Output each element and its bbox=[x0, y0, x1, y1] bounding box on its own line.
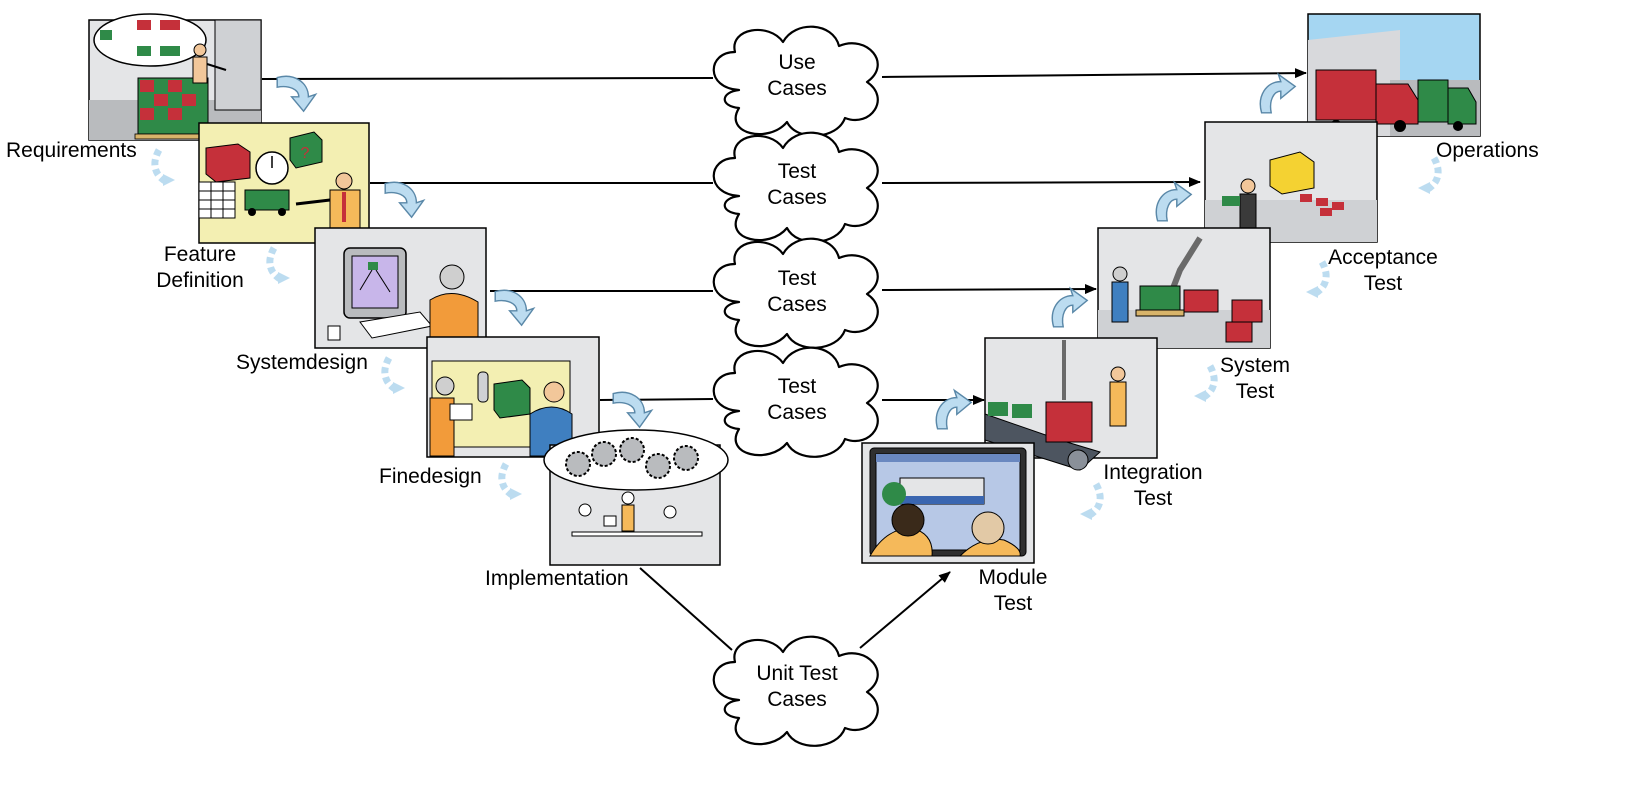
label-module-test: Module Test bbox=[978, 566, 1048, 615]
cloud-text-line2: Cases bbox=[767, 77, 827, 100]
question-box-icon: ? bbox=[289, 131, 323, 169]
panel-integration-test bbox=[984, 337, 1158, 471]
inspector-icon bbox=[1222, 178, 1257, 235]
gas-bottle-icon bbox=[477, 371, 489, 403]
thought-bubble-icon bbox=[93, 13, 207, 67]
feedback-arrow-icon bbox=[270, 248, 290, 284]
feedback-arrow-icon bbox=[155, 150, 175, 186]
arrow-testcases-to-acceptance bbox=[881, 177, 1201, 188]
traceability-arrows bbox=[261, 68, 1307, 651]
label-requirements: Requirements bbox=[6, 139, 137, 162]
cloud-test-cases-2: Test Cases bbox=[712, 237, 879, 349]
cloud-use-cases: Use Cases bbox=[712, 25, 879, 137]
arrow-implementation-to-unittest bbox=[639, 567, 733, 651]
cloud-text-line2: Cases bbox=[767, 688, 827, 711]
green-pallet-icon bbox=[1135, 285, 1185, 317]
cloud-text-line2: Cases bbox=[767, 293, 827, 316]
flow-arrow-icon bbox=[494, 289, 535, 326]
panel-acceptance-test bbox=[1204, 121, 1378, 243]
cloud-test-cases-1: Test Cases bbox=[712, 131, 879, 243]
flow-arrow-icon bbox=[1259, 73, 1296, 114]
feedback-arrow-icon bbox=[1306, 262, 1326, 298]
flow-arrow-icon bbox=[384, 181, 425, 218]
panel-feature-definition: ? bbox=[198, 122, 370, 244]
label-acceptance-test: Acceptance Test bbox=[1328, 246, 1438, 295]
yellow-box-icon bbox=[1269, 151, 1315, 195]
flow-arrow-icon bbox=[935, 389, 972, 430]
cloud-text-line1: Unit Test bbox=[756, 662, 837, 685]
stopwatch-icon bbox=[255, 151, 289, 185]
panel-systemdesign bbox=[314, 227, 487, 349]
cloud-text-line1: Test bbox=[778, 160, 817, 183]
arrow-requirements-to-usecases bbox=[261, 77, 714, 80]
panel-implementation bbox=[543, 429, 729, 566]
reader-icon bbox=[429, 376, 473, 457]
flow-arrow-icon bbox=[612, 391, 653, 428]
cloud-text-line2: Cases bbox=[767, 401, 827, 424]
operator-icon bbox=[1109, 366, 1127, 427]
panel-system-test bbox=[1097, 227, 1271, 349]
cloud-text-line1: Test bbox=[778, 375, 817, 398]
monitor-icon bbox=[343, 247, 407, 319]
person-icon bbox=[192, 43, 227, 84]
arrow-unittest-to-moduletest bbox=[859, 571, 951, 649]
red-crates-icon bbox=[1183, 289, 1263, 343]
feedback-arrow-icon bbox=[502, 464, 522, 500]
flow-arrow-icon bbox=[1155, 181, 1192, 222]
crate-icon bbox=[493, 379, 531, 419]
tester-icon bbox=[1111, 266, 1129, 323]
label-finedesign: Finedesign bbox=[379, 465, 482, 488]
green-truck-icon bbox=[1417, 79, 1477, 131]
cart-icon bbox=[244, 189, 290, 216]
panel-finedesign bbox=[426, 336, 600, 458]
arrow-testcases-to-systemtest bbox=[881, 284, 1097, 295]
cloud-text-line2: Cases bbox=[767, 186, 827, 209]
cloud-test-cases-3: Test Cases bbox=[712, 346, 879, 458]
red-truck-icon bbox=[1315, 69, 1419, 132]
panel-requirements bbox=[88, 13, 262, 141]
svg-text:?: ? bbox=[301, 145, 310, 162]
feedback-arrow-icon bbox=[385, 358, 405, 394]
gears-cloud-icon bbox=[543, 429, 729, 491]
mug-icon bbox=[327, 325, 341, 341]
label-feature-definition: Feature Definition bbox=[156, 243, 244, 292]
label-integration-test: Integration Test bbox=[1103, 461, 1203, 510]
box-stack-icon bbox=[134, 77, 212, 140]
cloud-text-line1: Use bbox=[778, 51, 815, 74]
cloud-unit-test-cases: Unit Test Cases bbox=[712, 635, 879, 747]
cloud-text-line1: Test bbox=[778, 267, 817, 290]
flow-arrow-icon bbox=[1051, 287, 1088, 328]
panel-module-test bbox=[861, 442, 1035, 564]
label-systemdesign: Systemdesign bbox=[236, 351, 368, 374]
label-implementation: Implementation bbox=[485, 567, 629, 590]
red-packages-icon bbox=[1300, 194, 1344, 216]
reviewers-icon bbox=[869, 503, 1021, 557]
arrow-usecases-to-operations bbox=[881, 68, 1307, 79]
green-boxes-icon bbox=[988, 402, 1032, 418]
spec-table-icon bbox=[198, 181, 236, 219]
designer-icon bbox=[429, 264, 479, 349]
flow-arrow-icon bbox=[276, 75, 317, 112]
gripper-box-icon bbox=[1045, 340, 1093, 443]
label-operations: Operations bbox=[1436, 139, 1539, 162]
panel-operations bbox=[1307, 13, 1481, 137]
developers-icon bbox=[571, 491, 703, 537]
label-system-test: System Test bbox=[1219, 354, 1290, 403]
red-box-icon bbox=[205, 143, 251, 183]
